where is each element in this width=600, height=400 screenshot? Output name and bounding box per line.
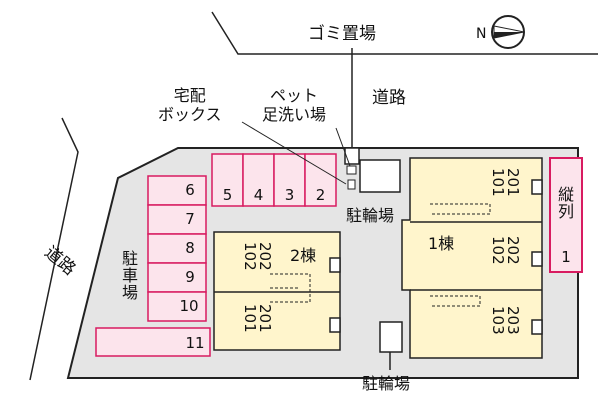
tandem-label: 縦列 [555,186,574,220]
parking-number: 9 [185,268,195,286]
leader-delivery-box [241,121,347,185]
building-2-label: 2棟 [290,246,317,265]
car-parking-label: 駐車場 [119,250,138,301]
unit-number: 201 101 [241,304,274,333]
delivery-box [347,179,356,190]
parking-number: 8 [185,239,195,257]
pet-wash-area [346,165,357,175]
garbage-area [344,147,360,165]
parking-number: 7 [185,210,195,228]
delivery-box-label: 宅配 ボックス [158,86,222,125]
parking-number: 1 [561,248,571,266]
unit-number: 202 102 [489,236,522,265]
road-edge-left [29,117,79,381]
unit-number: 201 101 [489,168,522,197]
parking-space-tandem [549,157,583,273]
parking-number: 5 [222,186,233,204]
parking-column-left [147,175,207,322]
unit-number: 203 103 [489,306,522,335]
bicycle-parking-bottom [379,321,403,353]
bicycle-parking-top [359,159,401,193]
leader-pet-wash [335,127,351,167]
building-1 [401,157,543,359]
unit-number: 202 102 [241,242,274,271]
north-arrow-icon: N [476,15,525,49]
road-edge-top [211,11,598,55]
bicycle-top-label: 駐輪場 [346,206,395,225]
pet-wash-label: ペット 足洗い場 [262,86,327,125]
parking-number: 4 [253,186,264,204]
parking-number: 3 [284,186,295,204]
parking-space-11 [95,327,211,357]
bicycle-bottom-label: 駐輪場 [362,374,411,393]
building-1-label: 1棟 [428,234,455,253]
building-2 [213,231,341,351]
parking-number: 6 [185,181,195,199]
garbage-label: ゴミ置場 [308,24,376,44]
north-arrow-label: N [476,26,486,42]
parking-number: 2 [315,186,326,204]
parking-number: 11 [185,334,205,352]
parking-number: 10 [179,297,199,315]
road-top-label: 道路 [372,88,406,108]
